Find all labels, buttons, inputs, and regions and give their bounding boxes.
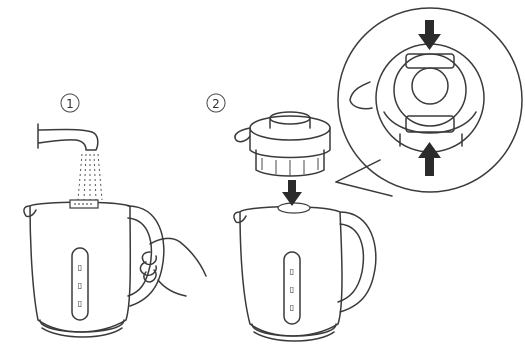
filter-lid bbox=[235, 112, 330, 176]
step-1-marker: 1 bbox=[61, 94, 79, 112]
step-1-number: 1 bbox=[66, 97, 74, 111]
window-glyph: ▯ bbox=[290, 303, 294, 312]
step-2-number: 2 bbox=[212, 97, 220, 111]
window-glyph: ▯ bbox=[290, 267, 294, 276]
water-stream-icon bbox=[78, 154, 102, 200]
up-arrow-icon bbox=[418, 142, 441, 176]
window-glyph: ▯ bbox=[78, 263, 82, 272]
step-2-marker: 2 bbox=[207, 94, 225, 112]
down-arrow-icon bbox=[418, 20, 441, 50]
faucet-icon bbox=[38, 124, 98, 150]
window-glyph: ▯ bbox=[290, 285, 294, 294]
down-arrow-icon bbox=[282, 180, 302, 206]
kettle-step-2: ▯ ▯ ▯ bbox=[234, 203, 376, 341]
kettle-step-1: ▯ ▯ ▯ bbox=[24, 200, 164, 337]
window-glyph: ▯ bbox=[78, 299, 82, 308]
window-glyph: ▯ bbox=[78, 281, 82, 290]
